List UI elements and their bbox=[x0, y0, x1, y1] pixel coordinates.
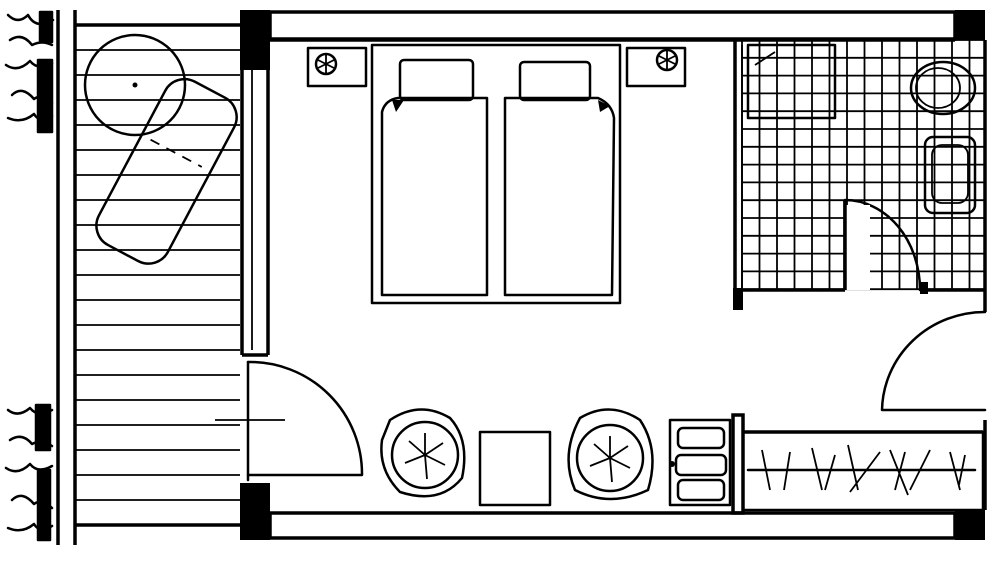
balcony-door bbox=[215, 360, 364, 482]
armchair-left bbox=[380, 408, 466, 498]
luggage-cabinet bbox=[668, 418, 732, 507]
coffee-table bbox=[478, 430, 552, 507]
table-center bbox=[132, 82, 138, 88]
balcony-window bbox=[240, 70, 270, 357]
sink bbox=[923, 135, 977, 215]
balcony-deck bbox=[75, 23, 240, 527]
plant-top bbox=[4, 10, 55, 134]
bathroom bbox=[733, 39, 985, 310]
double-bed bbox=[370, 43, 622, 305]
nightstand-left bbox=[306, 46, 368, 88]
armchair-right bbox=[567, 408, 654, 501]
bathroom-door bbox=[843, 198, 922, 292]
plant-bottom bbox=[4, 403, 54, 542]
balcony-table bbox=[83, 33, 187, 137]
entry-door bbox=[880, 300, 987, 412]
nightstand-right bbox=[625, 46, 687, 88]
wardrobe bbox=[731, 413, 985, 515]
balcony-lounger bbox=[95, 77, 238, 265]
toilet bbox=[909, 60, 977, 116]
walls bbox=[240, 10, 987, 540]
shower-tray bbox=[746, 43, 837, 120]
